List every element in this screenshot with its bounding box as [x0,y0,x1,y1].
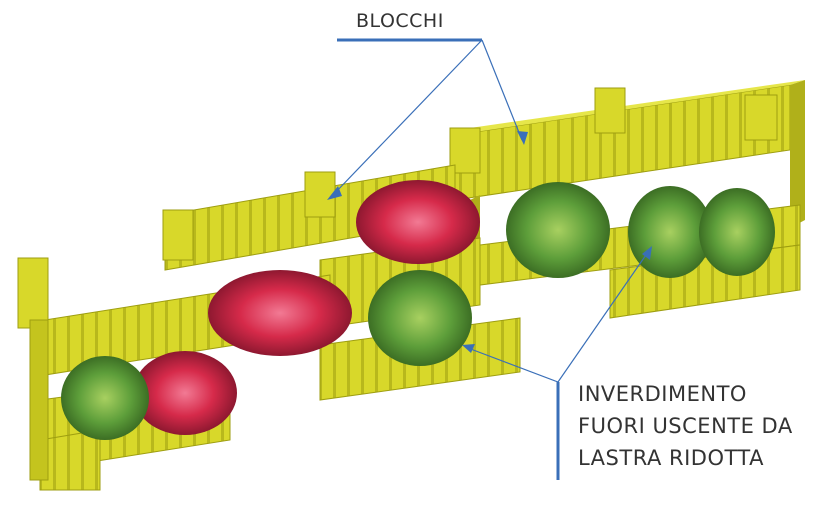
block-post [744,94,778,141]
block-post [17,257,49,329]
leader-lines [332,38,649,480]
blocks-label: BLOCCHI [356,10,444,32]
block-post [162,209,194,261]
greenery-label: INVERDIMENTO FUORI USCENTE DA LASTRA RID… [578,378,793,474]
block-post [304,171,336,218]
greenery-label-line-1: INVERDIMENTO [578,382,747,406]
flower-planter-icon [133,180,480,435]
block-post [594,87,626,134]
leaf-planter-icon [61,182,775,440]
blocks-leader-right [481,39,523,141]
greenery-leader-bottom [467,347,559,383]
greenery-label-line-2: FUORI USCENTE DA [578,414,793,438]
greenery-leader-top [557,251,649,383]
greenery-label-line-3: LASTRA RIDOTTA [578,446,764,470]
blocks-leader-left [332,39,483,196]
arrowhead-icon [327,131,652,353]
